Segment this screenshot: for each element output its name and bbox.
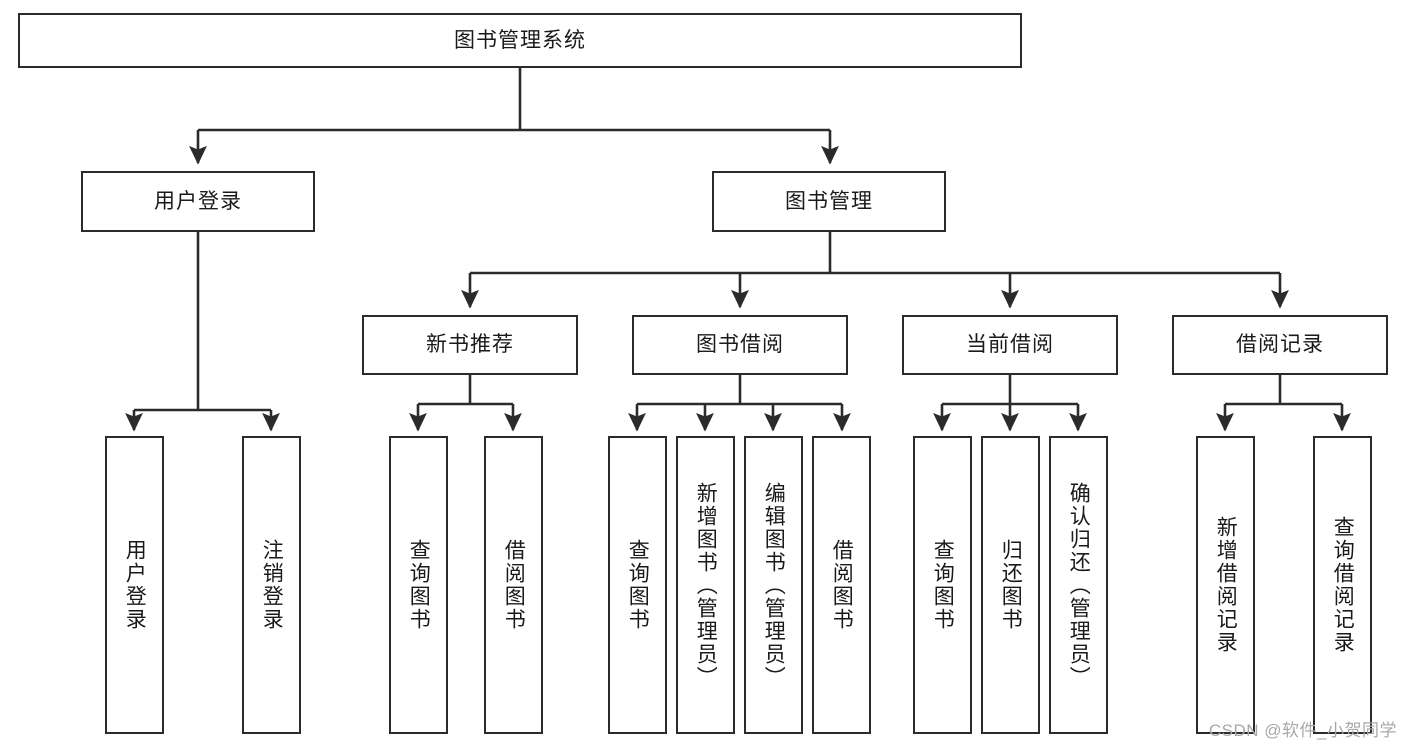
node-book-borrow[interactable]: 图书借阅 xyxy=(632,315,848,375)
leaf-borrow-book-1-label: 借阅图书 xyxy=(502,539,526,631)
node-new-book-rec-label: 新书推荐 xyxy=(426,333,514,357)
leaf-query-book-3-label: 查询图书 xyxy=(931,539,955,631)
leaf-add-book-label: 新增图书（管理员） xyxy=(694,481,718,689)
leaf-borrow-book-2-label: 借阅图书 xyxy=(830,539,854,631)
leaf-query-record-label: 查询借阅记录 xyxy=(1331,516,1355,654)
node-user-login[interactable]: 用户登录 xyxy=(81,171,315,232)
leaf-logout-label: 注销登录 xyxy=(260,539,284,631)
leaf-query-book-3[interactable]: 查询图书 xyxy=(913,436,972,734)
leaf-edit-book-label: 编辑图书（管理员） xyxy=(762,481,786,689)
node-borrow-record-label: 借阅记录 xyxy=(1236,333,1324,357)
leaf-confirm-return[interactable]: 确认归还（管理员） xyxy=(1049,436,1108,734)
node-borrow-record[interactable]: 借阅记录 xyxy=(1172,315,1388,375)
leaf-query-book-2[interactable]: 查询图书 xyxy=(608,436,667,734)
leaf-borrow-book-2[interactable]: 借阅图书 xyxy=(812,436,871,734)
leaf-borrow-book-1[interactable]: 借阅图书 xyxy=(484,436,543,734)
node-current-borrow-label: 当前借阅 xyxy=(966,333,1054,357)
node-book-borrow-label: 图书借阅 xyxy=(696,333,784,357)
leaf-add-record[interactable]: 新增借阅记录 xyxy=(1196,436,1255,734)
leaf-return-book[interactable]: 归还图书 xyxy=(981,436,1040,734)
leaf-query-book-2-label: 查询图书 xyxy=(626,539,650,631)
node-root-label: 图书管理系统 xyxy=(454,28,586,52)
node-root[interactable]: 图书管理系统 xyxy=(18,13,1022,68)
node-new-book-rec[interactable]: 新书推荐 xyxy=(362,315,578,375)
leaf-query-book-1-label: 查询图书 xyxy=(407,539,431,631)
leaf-return-book-label: 归还图书 xyxy=(999,539,1023,631)
leaf-add-book[interactable]: 新增图书（管理员） xyxy=(676,436,735,734)
node-book-manage-label: 图书管理 xyxy=(785,189,873,213)
csdn-watermark: CSDN @软件_小贺同学 xyxy=(1208,721,1397,740)
node-user-login-label: 用户登录 xyxy=(154,189,242,213)
leaf-user-login-label: 用户登录 xyxy=(123,539,147,631)
leaf-query-record[interactable]: 查询借阅记录 xyxy=(1313,436,1372,734)
leaf-query-book-1[interactable]: 查询图书 xyxy=(389,436,448,734)
leaf-confirm-return-label: 确认归还（管理员） xyxy=(1067,481,1091,689)
node-book-manage[interactable]: 图书管理 xyxy=(712,171,946,232)
leaf-edit-book[interactable]: 编辑图书（管理员） xyxy=(744,436,803,734)
leaf-logout[interactable]: 注销登录 xyxy=(242,436,301,734)
leaf-add-record-label: 新增借阅记录 xyxy=(1214,516,1238,654)
node-current-borrow[interactable]: 当前借阅 xyxy=(902,315,1118,375)
leaf-user-login[interactable]: 用户登录 xyxy=(105,436,164,734)
